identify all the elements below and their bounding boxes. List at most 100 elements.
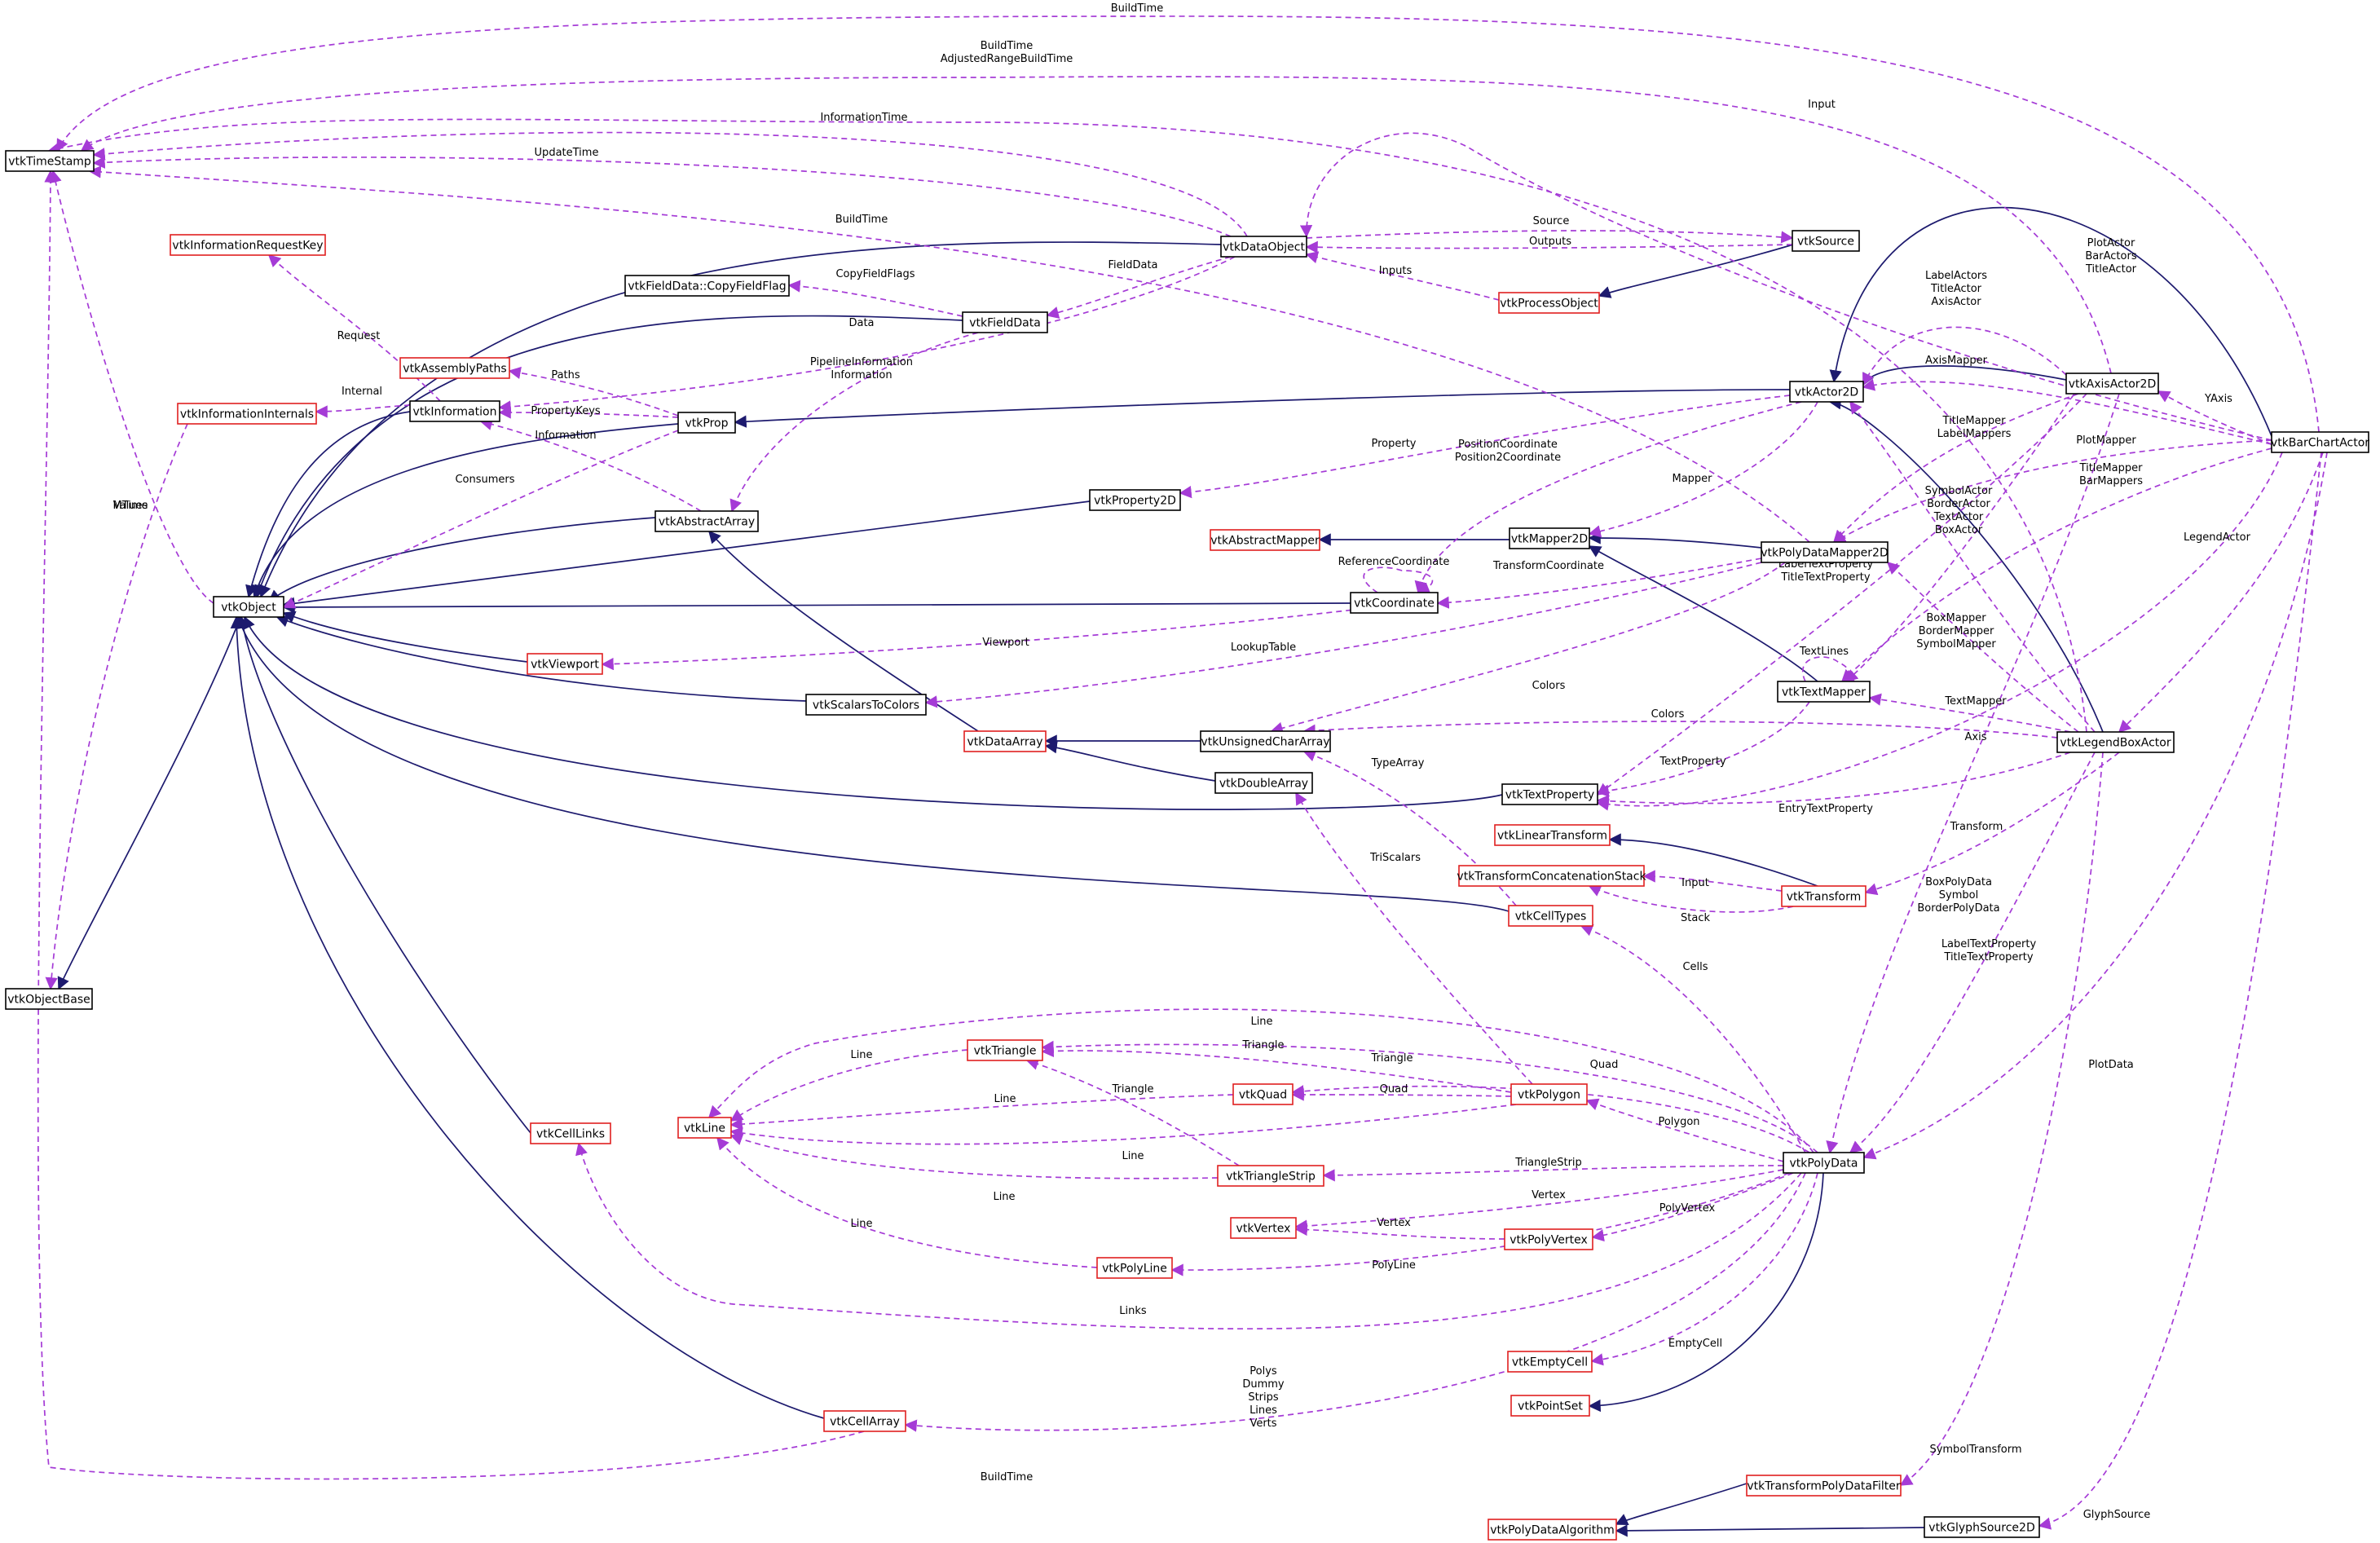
class-node-box [2056,731,2175,753]
class-node-box [1792,230,1860,252]
class-node-box [1508,905,1593,927]
edge-label: Paths [551,369,580,381]
inherit-edge-vtkDoubleArray-to-vtkDataArray [1044,741,1216,782]
class-node-vtkProp[interactable]: vtkProp [677,412,736,434]
edge-label: AxisMapper [1925,355,1988,367]
usage-edge-vtkPolyData-to-vtkCellLinks [575,1142,1802,1330]
usage-edge-vtkBarChartActor-to-vtkLegendBoxActor [2118,452,2324,734]
class-node-vtkInformationRequestKey[interactable]: vtkInformationRequestKey [170,234,326,256]
usage-edge-vtkPolygon-to-vtkLine [729,1104,1517,1145]
usage-edge-vtkPolyDataMapper2D-to-vtkScalarsToColors [924,562,1762,708]
class-node-box [1220,236,1307,258]
class-node-vtkFieldDataCopyFieldFlag[interactable]: vtkFieldData::CopyFieldFlag [624,275,790,297]
class-node-vtkSource[interactable]: vtkSource [1792,230,1860,252]
usage-edge-vtkPolyDataMapper2D-to-vtkUnsignedCharArray [1270,562,1786,734]
class-node-vtkTriangle[interactable]: vtkTriangle [967,1039,1043,1061]
class-node-vtkObjectBase[interactable]: vtkObjectBase [5,988,93,1010]
class-node-vtkPolyVertex[interactable]: vtkPolyVertex [1504,1228,1593,1250]
edge-label: Internal [342,386,382,398]
class-node-vtkInformation[interactable]: vtkInformation [409,400,500,422]
class-node-vtkPointSet[interactable]: vtkPointSet [1510,1395,1590,1417]
usage-edge-vtkPolyData-to-vtkLine [707,1008,1814,1153]
class-node-vtkAxisActor2D[interactable]: vtkAxisActor2D [2065,373,2159,395]
class-node-vtkPolyLine[interactable]: vtkPolyLine [1096,1257,1173,1279]
class-node-vtkCellTypes[interactable]: vtkCellTypes [1508,905,1593,927]
class-node-vtkLine[interactable]: vtkLine [677,1117,732,1139]
class-node-box [1217,1165,1324,1187]
class-node-vtkObject[interactable]: vtkObject [213,596,284,618]
class-node-label: vtkProperty2D [1094,495,1176,508]
class-node-vtkTimeStamp[interactable]: vtkTimeStamp [5,150,95,172]
class-node-vtkPolyData[interactable]: vtkPolyData [1783,1152,1865,1174]
class-node-label: vtkInformationInternals [180,408,314,421]
class-node-label: vtkInformationRequestKey [172,240,323,253]
class-node-vtkAbstractMapper[interactable]: vtkAbstractMapper [1210,529,1320,551]
class-node-vtkLegendBoxActor[interactable]: vtkLegendBoxActor [2056,731,2175,753]
class-node-vtkInformationInternals[interactable]: vtkInformationInternals [177,403,317,425]
usage-edge-vtkObject-to-vtkTimeStamp [49,170,214,604]
class-node-label: vtkPolyData [1790,1157,1858,1170]
edge-label: Consumers [455,474,514,486]
class-node-box [2065,373,2159,395]
class-node-label: vtkDataObject [1223,241,1305,254]
usage-edge-vtkProp-to-vtkInformation [498,406,679,419]
class-node-vtkAssemblyPaths[interactable]: vtkAssemblyPaths [399,357,510,379]
class-node-vtkDoubleArray[interactable]: vtkDoubleArray [1214,772,1313,794]
edge-label: Line [1250,1016,1272,1028]
class-node-label: vtkTextProperty [1505,789,1594,802]
usage-edge-vtkInformation-to-vtkInformationInternals [315,404,411,418]
usage-edge-vtkLegendBoxActor-to-vtkActor2D [1849,400,2096,733]
class-node-vtkMapper2D[interactable]: vtkMapper2D [1509,527,1590,549]
usage-edge-vtkLegendBoxActor-to-vtkPolyData [1849,752,2096,1153]
class-node-vtkTextMapper[interactable]: vtkTextMapper [1777,681,1871,703]
class-node-vtkLinearTransform[interactable]: vtkLinearTransform [1494,824,1611,846]
class-node-vtkTransformConcatenationStack[interactable]: vtkTransformConcatenationStack [1457,865,1646,887]
class-node-vtkPolyDataAlgorithm[interactable]: vtkPolyDataAlgorithm [1488,1519,1617,1541]
class-node-vtkFieldData[interactable]: vtkFieldData [962,311,1048,333]
inherit-edge-vtkSource-to-vtkProcessObject [1598,244,1794,298]
usage-edge-vtkBarChartActor-to-vtkPolyDataMapper2D [1832,439,2272,543]
class-node-vtkAbstractArray[interactable]: vtkAbstractArray [654,510,759,532]
edge-label: PlotMapper [2076,434,2136,447]
class-node-vtkGlyphSource2D[interactable]: vtkGlyphSource2D [1924,1516,2040,1538]
inherit-edge-vtkScalarsToColors-to-vtkObject [275,615,807,702]
class-node-vtkEmptyCell[interactable]: vtkEmptyCell [1507,1351,1593,1373]
usage-edge-vtkAxisActor2D-to-vtkTextMapper [1844,393,2075,683]
class-node-vtkVertex[interactable]: vtkVertex [1230,1217,1297,1239]
class-node-label: vtkQuad [1239,1089,1287,1102]
class-node-label: vtkProcessObject [1500,298,1598,311]
class-node-vtkProcessObject[interactable]: vtkProcessObject [1498,292,1600,314]
class-node-vtkCellArray[interactable]: vtkCellArray [823,1410,906,1432]
edge-label: Source [1533,215,1570,227]
usage-edge-vtkBarChartActor-to-vtkActor2D [1862,378,2272,445]
usage-edge-vtkActor2D-to-vtkCoordinate [1414,401,1802,594]
edge-label: Values [113,500,148,512]
class-node-vtkActor2D[interactable]: vtkActor2D [1789,381,1864,403]
class-node-vtkCoordinate[interactable]: vtkCoordinate [1350,592,1439,614]
class-node-box [1781,885,1867,907]
class-node-vtkUnsignedCharArray[interactable]: vtkUnsignedCharArray [1200,730,1331,752]
class-node-vtkTextProperty[interactable]: vtkTextProperty [1501,783,1598,805]
class-node-vtkPolygon[interactable]: vtkPolygon [1510,1083,1588,1105]
edge-label: TriScalars [1369,852,1421,864]
class-node-vtkTransformPolyDataFilter[interactable]: vtkTransformPolyDataFilter [1746,1475,1902,1497]
class-node-label: vtkCoordinate [1354,597,1435,611]
class-node-vtkCellLinks[interactable]: vtkCellLinks [530,1122,611,1144]
class-node-vtkBarChartActor[interactable]: vtkBarChartActor [2271,431,2369,453]
class-node-vtkViewport[interactable]: vtkViewport [527,653,603,675]
edge-label: Line [850,1049,872,1061]
class-node-vtkDataObject[interactable]: vtkDataObject [1220,236,1307,258]
class-node-vtkProperty2D[interactable]: vtkProperty2D [1089,489,1181,511]
class-node-vtkTransform[interactable]: vtkTransform [1781,885,1867,907]
class-node-vtkDataArray[interactable]: vtkDataArray [963,730,1047,752]
edge-label: TransformCoordinate [1492,560,1604,572]
class-node-box [654,510,759,532]
class-node-vtkPolyDataMapper2D[interactable]: vtkPolyDataMapper2D [1761,541,1889,563]
class-node-vtkTriangleStrip[interactable]: vtkTriangleStrip [1217,1165,1324,1187]
edge-label: TextProperty [1659,756,1726,768]
class-node-vtkQuad[interactable]: vtkQuad [1232,1083,1294,1105]
class-node-vtkScalarsToColors[interactable]: vtkScalarsToColors [805,694,927,716]
